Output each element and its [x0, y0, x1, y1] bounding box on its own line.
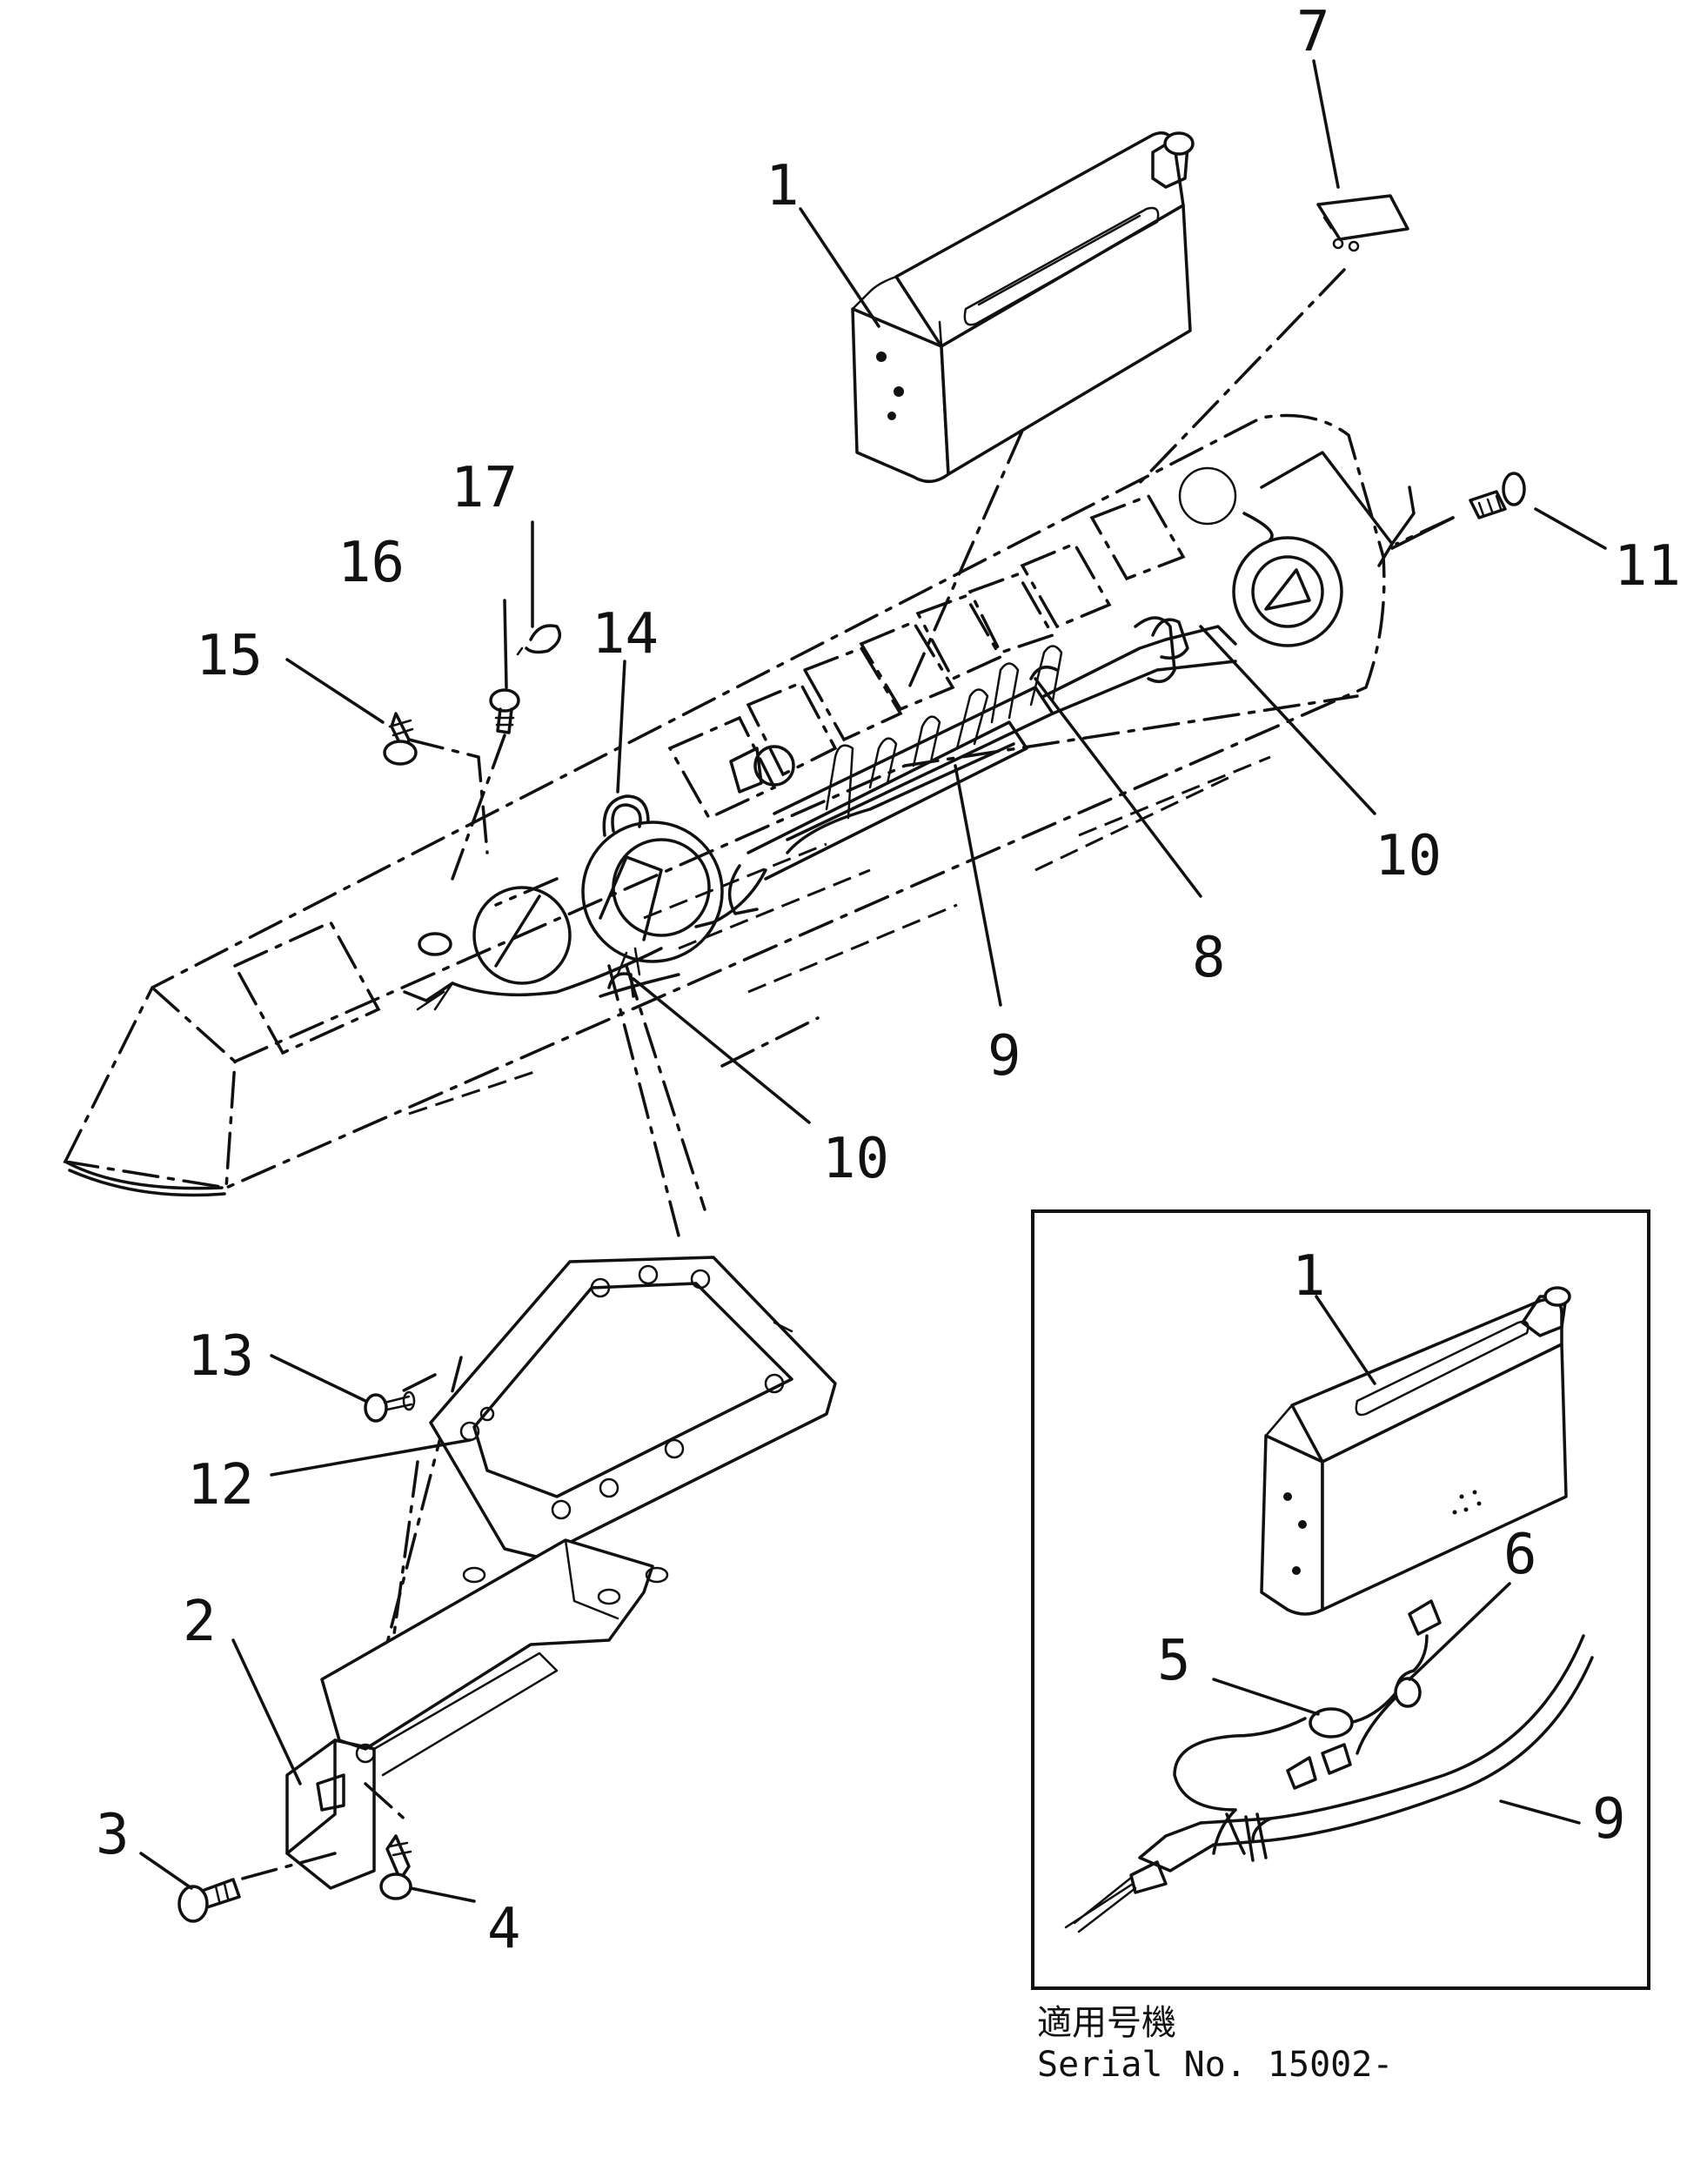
callout-17: 17	[451, 456, 518, 520]
callout-10-right: 10	[1375, 824, 1442, 888]
callout-11: 11	[1614, 534, 1681, 599]
dial-and-clamp	[418, 794, 724, 985]
callout-labels: 1 7 17 16 14 15 11 10 8 9 10 13 12 2 3 4…	[96, 0, 1681, 1961]
serial-caption: 適用号機 Serial No. 15002-	[1037, 2003, 1393, 2085]
callout-14: 14	[592, 602, 659, 667]
wiring-harness-main	[403, 616, 1237, 1011]
plug-part-17	[516, 624, 562, 656]
callout-9-inset: 9	[1592, 1787, 1626, 1852]
callout-16: 16	[338, 531, 405, 595]
controller-box-part-1	[851, 131, 1195, 483]
callout-3: 3	[96, 1803, 130, 1867]
callout-12: 12	[187, 1453, 254, 1517]
bracket-part-2	[285, 1538, 669, 1890]
callout-1-inset: 1	[1292, 1244, 1326, 1309]
mounting-plate-part-12	[429, 1256, 837, 1559]
leader-lines	[139, 59, 1607, 1903]
cover-part-7	[1316, 194, 1409, 252]
callout-8: 8	[1192, 926, 1226, 990]
callout-7: 7	[1296, 0, 1330, 64]
callout-13: 13	[187, 1324, 254, 1389]
serial-inset	[1031, 1209, 1650, 1990]
screw-part-16	[489, 688, 520, 734]
callout-4: 4	[487, 1897, 521, 1961]
clamp-part-10	[607, 618, 1189, 998]
callout-5: 5	[1157, 1629, 1191, 1693]
callout-2: 2	[183, 1590, 217, 1654]
switch-panel	[667, 451, 1416, 821]
callout-6: 6	[1503, 1523, 1537, 1587]
console-housing-outline	[63, 413, 1386, 1197]
caption-serial-number: Serial No. 15002-	[1037, 2045, 1393, 2085]
callout-15: 15	[196, 624, 263, 688]
caption-applicable-serial: 適用号機	[1037, 2003, 1176, 2043]
screw-part-4	[379, 1834, 412, 1900]
callout-1-top: 1	[766, 154, 800, 218]
screw-part-15	[383, 712, 418, 766]
callout-10-lower: 10	[822, 1127, 889, 1191]
screw-part-13	[364, 1390, 416, 1423]
screw-part-3	[177, 1878, 241, 1923]
callout-9-main: 9	[987, 1024, 1021, 1089]
